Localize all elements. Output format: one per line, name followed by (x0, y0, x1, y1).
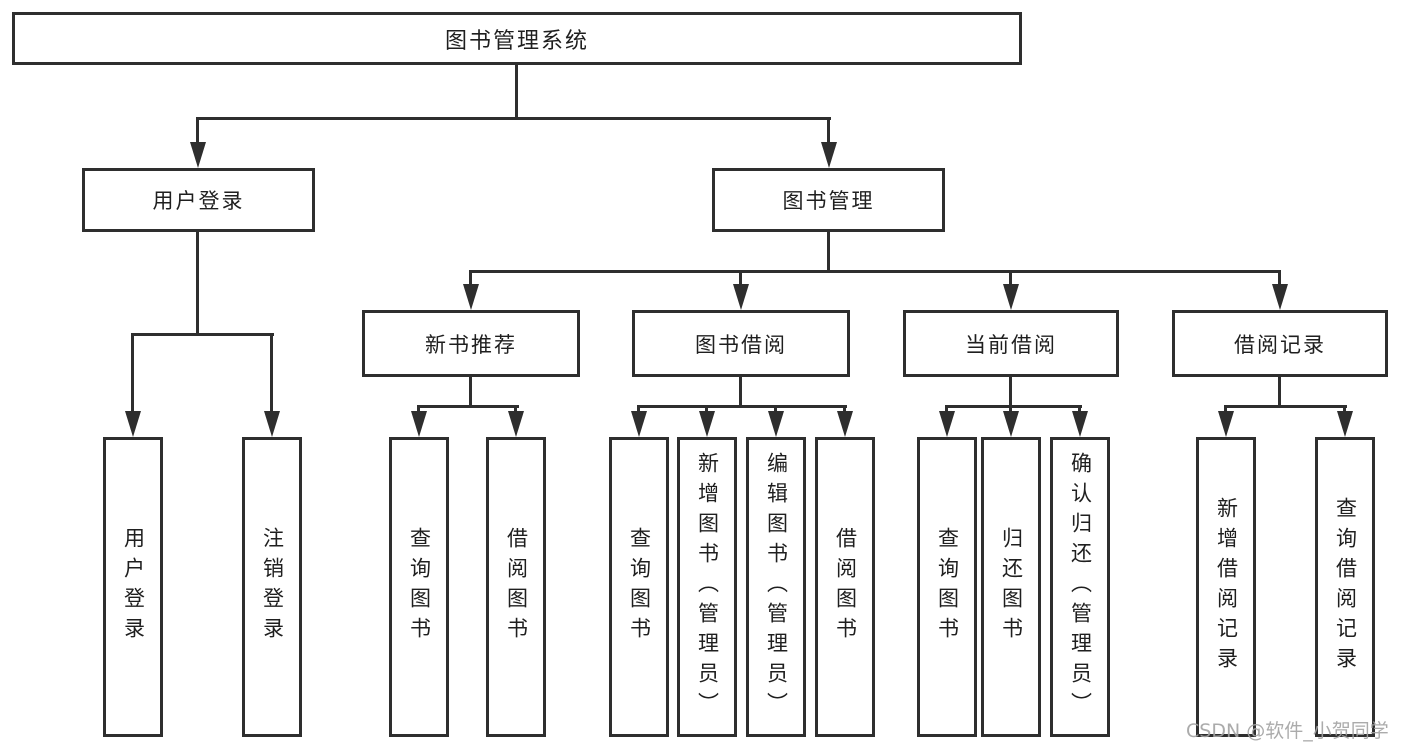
connector-vline (1009, 270, 1012, 286)
arrow-down-icon (939, 411, 955, 437)
arrow-down-icon (1218, 411, 1234, 437)
node-book-management: 图书管理 (712, 168, 945, 232)
leaf-return-books: 归还图书 (981, 437, 1041, 737)
arrow-down-icon (1003, 284, 1019, 310)
arrow-down-icon (190, 142, 206, 168)
connector-hline (469, 270, 1281, 273)
leaf-query-books-current: 查询图书 (917, 437, 977, 737)
arrow-down-icon (463, 284, 479, 310)
connector-hline (637, 405, 847, 408)
leaf-logout: 注销登录 (242, 437, 302, 737)
arrow-down-icon (768, 411, 784, 437)
connector-hline (1224, 405, 1347, 408)
arrow-down-icon (264, 411, 280, 437)
arrow-down-icon (631, 411, 647, 437)
arrow-down-icon (1072, 411, 1088, 437)
connector-vline (1278, 377, 1281, 408)
leaf-query-books-borrowing: 查询图书 (609, 437, 669, 737)
connector-vline (131, 333, 134, 413)
leaf-add-borrow-record: 新增借阅记录 (1196, 437, 1256, 737)
arrow-down-icon (837, 411, 853, 437)
arrow-down-icon (1003, 411, 1019, 437)
connector-vline (705, 405, 708, 415)
connector-vline (417, 405, 420, 415)
connector-vline (196, 117, 199, 144)
connector-vline (1224, 405, 1227, 415)
connector-vline (739, 270, 742, 286)
arrow-down-icon (508, 411, 524, 437)
leaf-borrow-books: 借阅图书 (815, 437, 875, 737)
connector-vline (469, 270, 472, 286)
connector-vline (827, 117, 830, 144)
connector-vline (827, 232, 830, 273)
connector-vline (1009, 377, 1012, 408)
node-user-login: 用户登录 (82, 168, 315, 232)
connector-vline (514, 405, 517, 415)
leaf-user-login: 用户登录 (103, 437, 163, 737)
arrow-down-icon (699, 411, 715, 437)
node-current-borrowing: 当前借阅 (903, 310, 1119, 377)
connector-hline (131, 333, 274, 336)
leaf-query-books-recommend: 查询图书 (389, 437, 449, 737)
leaf-edit-books-admin: 编辑图书（管理员） (746, 437, 806, 737)
connector-vline (739, 377, 742, 408)
connector-hline (197, 117, 831, 120)
arrow-down-icon (1272, 284, 1288, 310)
arrow-down-icon (733, 284, 749, 310)
leaf-borrow-books-recommend: 借阅图书 (486, 437, 546, 737)
connector-vline (774, 405, 777, 415)
node-new-book-recommendation: 新书推荐 (362, 310, 580, 377)
connector-vline (270, 333, 273, 413)
connector-vline (196, 232, 199, 335)
connector-vline (1009, 405, 1012, 415)
connector-vline (637, 405, 640, 415)
node-book-borrowing: 图书借阅 (632, 310, 850, 377)
connector-vline (843, 405, 846, 415)
connector-hline (417, 405, 519, 408)
leaf-query-borrow-record: 查询借阅记录 (1315, 437, 1375, 737)
leaf-add-books-admin: 新增图书（管理员） (677, 437, 737, 737)
connector-vline (515, 65, 518, 120)
leaf-confirm-return-admin: 确认归还（管理员） (1050, 437, 1110, 737)
arrow-down-icon (125, 411, 141, 437)
node-library-management-system: 图书管理系统 (12, 12, 1022, 65)
arrow-down-icon (821, 142, 837, 168)
arrow-down-icon (1337, 411, 1353, 437)
connector-vline (1278, 270, 1281, 286)
connector-vline (469, 377, 472, 408)
arrow-down-icon (411, 411, 427, 437)
node-borrowing-records: 借阅记录 (1172, 310, 1388, 377)
csdn-watermark: CSDN @软件_小贺同学 (1186, 720, 1389, 742)
connector-vline (1078, 405, 1081, 415)
connector-vline (945, 405, 948, 415)
connector-vline (1343, 405, 1346, 415)
connector-hline (945, 405, 1082, 408)
